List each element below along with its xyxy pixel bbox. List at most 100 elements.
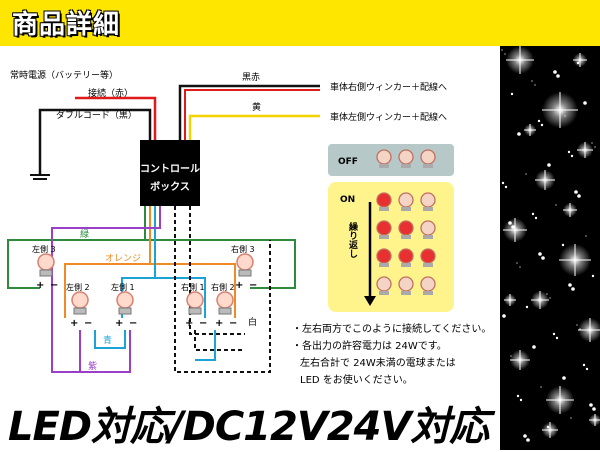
sparkle-dot [517, 132, 521, 136]
control-box [140, 140, 200, 206]
on-bulb-r0-0-base [379, 207, 389, 211]
off-bulb-0-base [379, 164, 389, 168]
sparkle-dot [570, 417, 572, 419]
sparkle-dot [561, 111, 563, 113]
sparkle-dot [546, 293, 548, 295]
sparkle-dot [570, 154, 574, 158]
on-bulb-r2-0 [376, 248, 392, 264]
sparkle-dot [525, 173, 527, 175]
label-constant-power: 常時電源（バッテリー等） [10, 69, 118, 81]
bulb-left1-base [118, 307, 132, 315]
sparkle-dot [585, 367, 589, 371]
bulb-left2-base [73, 307, 87, 315]
wire-blue-left-return [94, 330, 126, 349]
sparkle-dot [574, 190, 578, 194]
bulb-right1-plus: + [185, 318, 193, 329]
sparkle-dot [562, 376, 566, 380]
note-2: ・各出力の許容電力は 24Wです。 [292, 341, 447, 352]
on-bulb-r3-0-base [379, 291, 389, 295]
on-bulb-r1-0-base [379, 235, 389, 239]
wire-orange-right [150, 263, 236, 318]
bulb-left1-minus: − [129, 318, 137, 329]
bulb-left1: 左側 1+− [111, 282, 137, 329]
label-double-cord: ダブルコード（黒） [56, 109, 137, 121]
label-yellow: 黄 [252, 101, 261, 113]
wire-black-red [178, 84, 320, 140]
bulb-right3: 右側 3 +− [231, 244, 257, 291]
off-bulb-2-base [423, 164, 433, 168]
sparkle-dot [583, 101, 587, 105]
on-bulb-r3-0 [376, 276, 392, 292]
bulb-right3-minus: − [249, 280, 257, 291]
on-bulb-r0-2-base [423, 207, 433, 211]
sparkle-dot [547, 163, 551, 167]
sparkle-dot [510, 355, 512, 357]
sparkle-dot [567, 150, 571, 154]
sparkle-dot [523, 434, 527, 438]
off-label: OFF [338, 157, 358, 167]
bulb-right3-base [238, 269, 252, 277]
sparkle-dot [501, 49, 503, 51]
sparkle-dot [589, 403, 593, 407]
repeat-arrow-head [364, 296, 376, 306]
sparkle-dot [585, 235, 587, 237]
bulb-left3-glass [37, 253, 55, 271]
on-bulb-r1-1-base [401, 235, 411, 239]
label-blue: 青 [103, 334, 112, 346]
wire-dashed-ground [174, 206, 271, 373]
label-green: 緑 [80, 228, 89, 240]
header-bar [0, 0, 600, 46]
control-box-label-1: コントロール [140, 163, 200, 175]
bulb-left3-label: 左側 3 [32, 244, 56, 254]
sparkle-dot [511, 225, 515, 229]
on-bulb-r3-2-base [423, 291, 433, 295]
bulb-left3-minus: − [50, 280, 58, 291]
note-1: ・左右両方でこのように接続してください。 [292, 324, 492, 335]
repeat-label: 繰り返し [347, 221, 358, 258]
sparkle-dot [576, 61, 580, 65]
on-bulb-r0-2 [420, 192, 436, 208]
bulb-left3-base [39, 269, 53, 277]
on-bulb-r2-2-base [423, 263, 433, 267]
off-bulb-1-base [401, 164, 411, 168]
sparkle-dot [534, 84, 536, 86]
sparkle-dot [510, 92, 514, 96]
off-bulb-0 [376, 149, 392, 165]
on-bulb-r1-2 [420, 220, 436, 236]
bulb-right3-plus: + [235, 280, 243, 291]
label-left-winker: 車体左側ウィンカー＋配線へ [330, 111, 447, 123]
wire-red-connect [75, 96, 157, 140]
sparkle-dot [526, 438, 530, 442]
on-bulb-r3-1 [398, 276, 414, 292]
on-bulb-r2-2 [420, 248, 436, 264]
sparkle-dot [592, 407, 596, 411]
wire-yellow [188, 114, 320, 140]
bulb-left2: 左側 2+− [66, 282, 92, 329]
on-bulb-r0-0 [376, 192, 392, 208]
bulb-right2-plus: + [215, 318, 223, 329]
sparkle-dot [525, 305, 529, 309]
wire-purple-left2 [52, 330, 81, 373]
bulb-left1-plus: + [115, 318, 123, 329]
sparkle-dot [571, 287, 575, 291]
sparkle-dot [540, 123, 544, 127]
sparkle-dot [591, 274, 595, 278]
bulb-right1-minus: − [199, 318, 207, 329]
on-bulb-r0-1-base [401, 207, 411, 211]
on-bulb-r2-1 [398, 248, 414, 264]
sparkle-dot [516, 394, 520, 398]
bulb-left2-minus: − [84, 318, 92, 329]
sparkle-dot [549, 297, 551, 299]
sparkle-dot [538, 252, 542, 256]
bulb-right2-base [218, 307, 232, 315]
on-bulb-r2-1-base [401, 263, 411, 267]
bulb-group: 左側 3+−左側 2+−左側 1+−右側 1+−右側 2+−右側 3+− [32, 244, 257, 329]
bulb-right3-label: 右側 3 [231, 244, 255, 254]
on-bulb-r3-1-base [401, 291, 411, 295]
off-bulb-2 [420, 149, 436, 165]
bulb-left2-glass [71, 291, 89, 309]
sparkle-dot [594, 146, 596, 148]
sparkle-dot [561, 243, 565, 247]
wire-black-double [38, 108, 152, 175]
